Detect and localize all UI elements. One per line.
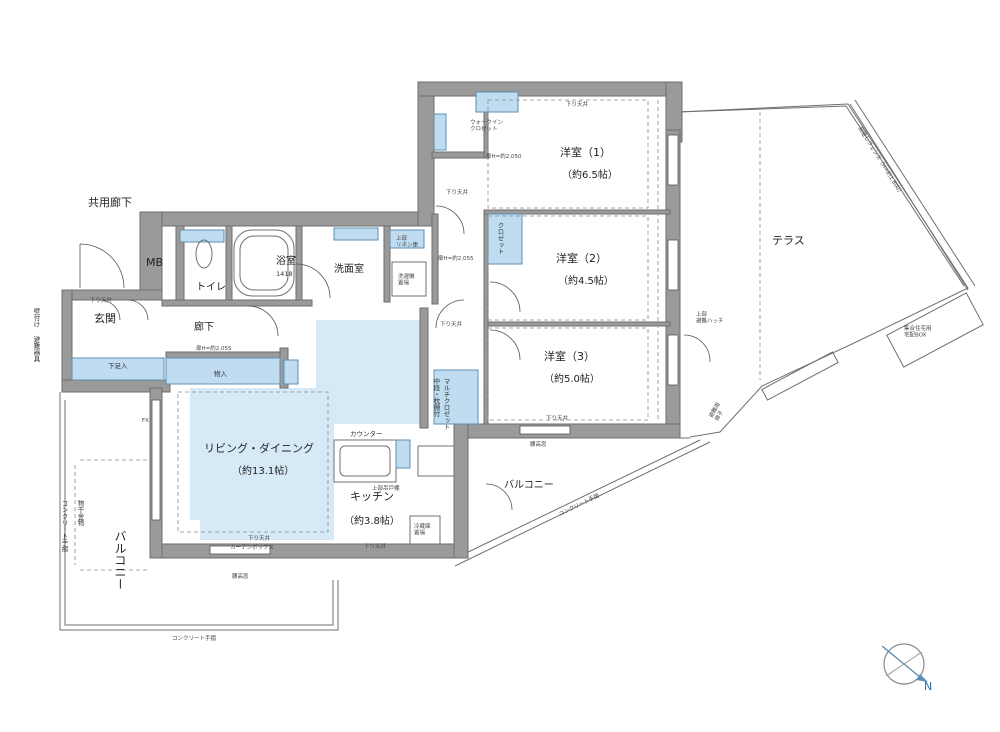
label-rouka: 廊下 [194, 320, 214, 333]
walkin-side-shelf [433, 113, 447, 151]
label-youshitsu2: 洋室（2） [556, 251, 607, 265]
kitchen-counter [395, 439, 411, 469]
delivery-box [886, 292, 984, 368]
label-monohoshi: 物干金物 [76, 499, 84, 528]
ceiling-lines [177, 99, 659, 533]
label-mekakushi: 目隠しフェンス（H=約1,800） [856, 125, 905, 197]
label-sagari-5: 下り天井 [248, 534, 271, 542]
label-hinan-hashigo: 避難用梯子 [707, 401, 728, 423]
compass: N [881, 643, 932, 693]
label-tobira-2: 扉H=約2,055 [438, 254, 474, 262]
bathtub [233, 229, 295, 297]
shoe-cabinet [71, 357, 165, 381]
closet-2 [487, 213, 523, 265]
label-concrete-3: コンクリート手摺 [60, 500, 68, 554]
label-genkan: 玄関 [94, 311, 116, 325]
label-senmen: 洗面室 [334, 262, 364, 275]
doors [79, 205, 711, 511]
label-closet: クロゼット [496, 222, 504, 255]
label-tobira-1: 扉H=約2,050 [486, 152, 522, 160]
label-bath-size: 1418 [276, 270, 293, 278]
compass-circle [883, 643, 925, 685]
fridge-space [409, 515, 441, 545]
label-sagari-2: 下り天井 [446, 188, 469, 196]
washbasin [333, 227, 379, 241]
windows [151, 134, 679, 555]
label-monoire: 物入 [214, 369, 228, 378]
label-walkin: ウォークインクロゼット [470, 118, 504, 133]
walkin-shelf [475, 91, 519, 113]
fixtures [71, 91, 523, 545]
label-living-size: （約13.1帖） [232, 464, 294, 477]
label-sagari-6: 下り天井 [364, 542, 387, 550]
label-multi-closet: マルチクロゼット [442, 378, 450, 430]
label-tobira-3: 扉H=約2,055 [196, 344, 232, 352]
label-youshitsu1-size: （約6.5帖） [562, 168, 618, 181]
label-koshidaka-1: 腰高窓 [232, 572, 249, 580]
label-linen: 上部リネン庫 [396, 234, 419, 249]
label-youshitsu1: 洋室（1） [560, 145, 611, 159]
label-toilet: トイレ [196, 282, 226, 293]
linen-storage [389, 229, 425, 249]
utility-box [283, 359, 299, 385]
storage-monoire [165, 357, 281, 385]
label-kitchen: キッチン [350, 490, 394, 503]
label-bath: 浴室 [276, 254, 296, 267]
toilet-tank [179, 229, 225, 243]
label-koshidaka-2: 腰高窓 [530, 440, 547, 448]
label-shoeire: 下足入 [108, 362, 128, 370]
toilet-bowl [195, 239, 213, 269]
label-kitchen-size: （約3.8帖） [344, 514, 400, 527]
label-nakaten: 中段・枕棚付 [432, 377, 440, 419]
label-sentakuki: 洗濯機置場 [398, 272, 415, 287]
label-counter: カウンター [350, 429, 383, 438]
entrance-door [79, 243, 125, 289]
label-youshitsu3-size: （約5.0帖） [544, 372, 600, 385]
label-mb: MB [146, 256, 163, 269]
label-living: リビング・ダイニング [204, 441, 314, 455]
multi-closet [433, 369, 479, 425]
label-sagari-4: 下り天井 [90, 296, 113, 304]
label-balcony-right: バルコニー [504, 479, 554, 491]
label-concrete-1: コンクリート手摺 [172, 634, 217, 642]
label-balcony-left: バルコニー [113, 530, 127, 590]
label-youshitsu2-size: （約4.5帖） [558, 274, 614, 287]
label-sagari-3: 下り天井 [440, 320, 463, 328]
north-arrow-icon [916, 674, 928, 682]
labels: 共用廊下 MB 玄関 下足入 トイレ 廊下 浴室 1418 洗面室 上部リネン庫… [32, 100, 932, 642]
label-youshitsu3: 洋室（3） [544, 349, 595, 363]
label-fx: FX [142, 418, 149, 424]
label-terrace: テラス [772, 234, 805, 247]
label-curtain: カーテンボックス [230, 543, 274, 551]
gas-stove [417, 445, 455, 477]
washer-space [391, 261, 427, 297]
terrace-area [59, 99, 984, 631]
label-kabe: 壁付け避難器具 [32, 307, 40, 363]
label-concrete-2: コンクリート手摺 [557, 491, 601, 518]
label-tsuribako: 上部吊戸棚 [372, 484, 400, 492]
label-hatch: 上部避難ハッチ [696, 310, 724, 325]
label-reizouko: 冷蔵庫置場 [414, 522, 431, 537]
exterior-equipment [761, 351, 839, 401]
ldk-highlight [190, 320, 422, 540]
label-north: N [924, 680, 932, 693]
label-sagari-7: 下り天井 [546, 414, 569, 422]
label-delivery: 集合住宅用宅配BOX [904, 324, 932, 339]
label-shared-corridor: 共用廊下 [88, 195, 132, 209]
label-sagari-1: 下り天井 [566, 100, 589, 108]
